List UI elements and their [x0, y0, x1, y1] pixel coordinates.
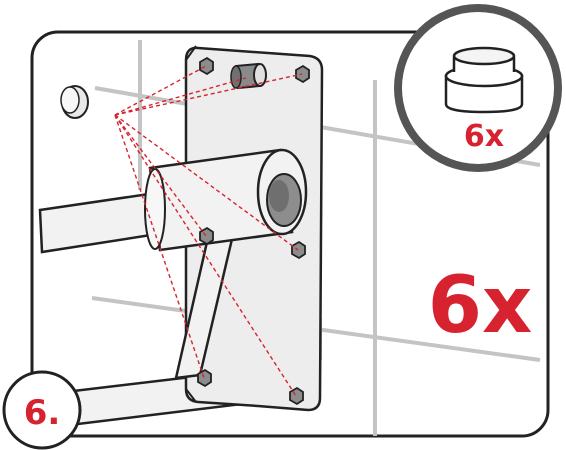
bumper-cap-icon — [444, 46, 524, 114]
step-number-text: 6. — [24, 393, 61, 433]
top-plug — [230, 62, 267, 90]
hex-nut-icon — [289, 386, 304, 406]
quantity-callout: 6x — [394, 4, 562, 172]
step-badge: 6. — [2, 370, 82, 450]
main-quantity-text: 6x — [428, 261, 533, 351]
hex-nuts — [197, 56, 310, 406]
wall-plug-icon — [60, 85, 89, 119]
hex-nut-icon — [197, 368, 212, 388]
callout-quantity-text: 6x — [464, 119, 504, 154]
hex-nut-icon — [291, 240, 306, 260]
guide-lines — [114, 65, 303, 397]
hex-nut-icon — [199, 56, 214, 76]
pipe-collar — [144, 148, 308, 252]
hex-nut-icon — [199, 226, 214, 246]
hex-nut-icon — [295, 64, 310, 84]
